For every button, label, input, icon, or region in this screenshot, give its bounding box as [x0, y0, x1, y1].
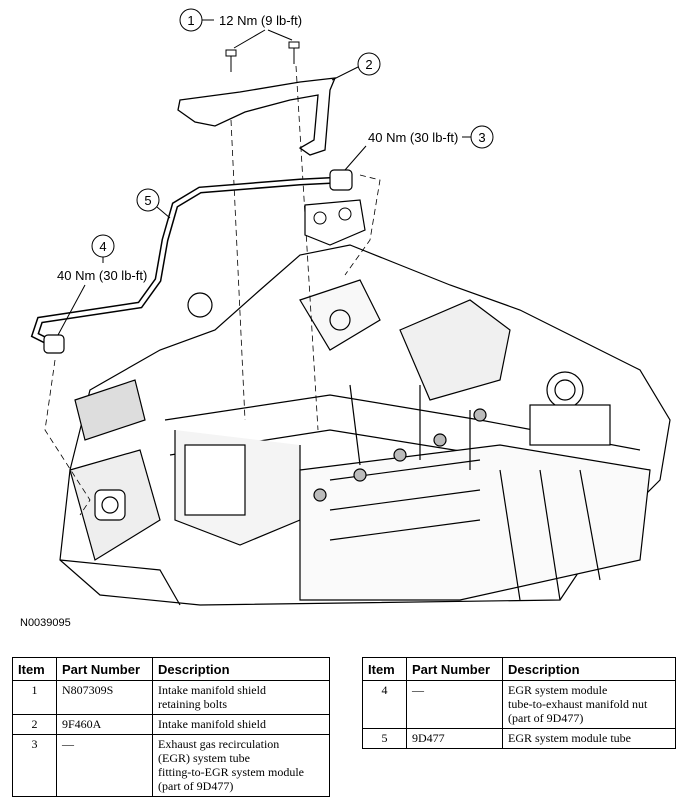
- row-item: 3: [12, 734, 57, 797]
- alignment-dashed-lines: [44, 65, 381, 516]
- callout-1-torque: 12 Nm (9 lb-ft): [219, 13, 302, 28]
- tube-fitting-nut-drawing: [329, 169, 353, 191]
- header-item: Item: [12, 657, 57, 681]
- callout-4: 4 40 Nm (30 lb-ft): [57, 234, 147, 336]
- row-part-number: 9F460A: [56, 714, 153, 735]
- callout-4-number: 4: [99, 239, 106, 254]
- egr-flange-drawing: [304, 199, 366, 246]
- callout-2-number: 2: [365, 57, 372, 72]
- table-row: 1 N807309S Intake manifold shield retain…: [12, 680, 330, 715]
- callout-5-number: 5: [144, 193, 151, 208]
- retaining-bolts-drawing: [225, 41, 300, 72]
- callout-5: 5: [136, 188, 171, 219]
- row-description: Exhaust gas recirculation (EGR) system t…: [152, 734, 330, 797]
- table-row: 4 — EGR system module tube-to-exhaust ma…: [362, 680, 676, 729]
- row-item: 2: [12, 714, 57, 735]
- header-description: Description: [152, 657, 330, 681]
- intake-manifold-shield-drawing: [177, 77, 337, 156]
- header-description: Description: [502, 657, 676, 681]
- row-item: 4: [362, 680, 407, 729]
- table-row: 3 — Exhaust gas recirculation (EGR) syst…: [12, 734, 330, 797]
- callout-3-number: 3: [478, 130, 485, 145]
- parts-table-right: Item Part Number Description 4 — EGR sys…: [362, 657, 676, 749]
- row-description: Intake manifold shield: [152, 714, 330, 735]
- row-part-number: 9D477: [406, 728, 503, 749]
- callout-2: 2: [331, 52, 381, 81]
- row-part-number: N807309S: [56, 680, 153, 715]
- exhaust-nut-drawing: [43, 334, 65, 354]
- row-description: EGR system module tube-to-exhaust manifo…: [502, 680, 676, 729]
- row-item: 1: [12, 680, 57, 715]
- row-item: 5: [362, 728, 407, 749]
- row-part-number: —: [56, 734, 153, 797]
- row-description: Intake manifold shield retaining bolts: [152, 680, 330, 715]
- header-item: Item: [362, 657, 407, 681]
- table-header-row: Item Part Number Description: [12, 657, 330, 681]
- header-part-number: Part Number: [56, 657, 153, 681]
- header-part-number: Part Number: [406, 657, 503, 681]
- callout-4-torque: 40 Nm (30 lb-ft): [57, 268, 147, 283]
- figure-id: N0039095: [20, 617, 71, 629]
- table-header-row: Item Part Number Description: [362, 657, 676, 681]
- callout-3-torque: 40 Nm (30 lb-ft): [368, 130, 458, 145]
- table-row: 5 9D477 EGR system module tube: [362, 728, 676, 749]
- table-row: 2 9F460A Intake manifold shield: [12, 714, 330, 735]
- callout-1: 1 12 Nm (9 lb-ft): [179, 8, 302, 49]
- engine-block-drawing: [59, 244, 671, 606]
- parts-table-left: Item Part Number Description 1 N807309S …: [12, 657, 330, 797]
- callout-3: 3 40 Nm (30 lb-ft): [344, 125, 494, 171]
- row-description: EGR system module tube: [502, 728, 676, 749]
- callout-1-number: 1: [187, 13, 194, 28]
- engine-illustration: 1 12 Nm (9 lb-ft) 2 3 40 Nm (30 lb-ft) 4…: [30, 8, 671, 606]
- row-part-number: —: [406, 680, 503, 729]
